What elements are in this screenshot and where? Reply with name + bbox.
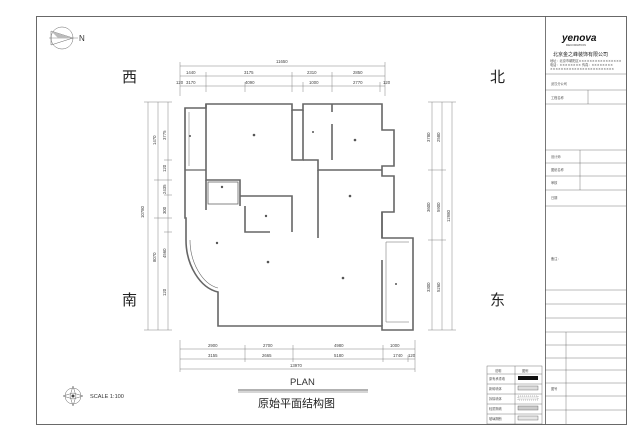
north-arrow-icon: N xyxy=(49,26,85,50)
dim-left-2-2: 8070 xyxy=(152,252,157,262)
company-logo-sub: DECORATION xyxy=(566,43,586,47)
dim-left-1-6: 120 xyxy=(162,288,167,296)
legend-col-header: 图例 xyxy=(522,368,528,373)
dim-top-1-3: 2310 xyxy=(307,70,317,75)
dim-bottom-1-2: 2700 xyxy=(263,343,273,348)
room-markers xyxy=(189,131,397,285)
dim-top-2-1: 120 xyxy=(176,80,184,85)
scale-bar-icon xyxy=(62,385,84,407)
dim-top-1-2: 3175 xyxy=(244,70,254,75)
dim-left-total: 10780 xyxy=(140,205,145,218)
dim-right-total: 12980 xyxy=(446,209,451,222)
direction-south: 南 xyxy=(122,291,137,309)
dim-bottom-2-1: 3155 xyxy=(208,353,218,358)
dim-top-1-1: 1440 xyxy=(186,70,196,75)
legend-item: 轻质隔墙 xyxy=(489,406,503,411)
plan-title-en: PLAN xyxy=(290,377,315,388)
dim-bottom-1-3: 4980 xyxy=(334,343,344,348)
inner-box xyxy=(207,181,239,205)
dim-right-1-3: 3300 xyxy=(426,282,431,292)
dim-left-1-3: 2435 xyxy=(162,184,167,194)
dimensions-bottom xyxy=(179,340,416,372)
dim-left-1-2: 120 xyxy=(162,164,167,172)
dim-bottom-total: 13970 xyxy=(290,363,303,368)
legend-item: 玻璃隔断 xyxy=(489,416,503,421)
bay-arc xyxy=(189,239,219,289)
company-address: 电话：×××××××× 传真：×××××××× xyxy=(550,62,613,67)
dim-left-1-4: 300 xyxy=(162,206,167,214)
dim-left-1-5: 4560 xyxy=(162,248,167,258)
project-label: 武汉分公司 xyxy=(551,81,567,86)
dim-bottom-2-5: 120 xyxy=(408,353,416,358)
outer-wall xyxy=(184,103,414,331)
dim-bottom-2-4: 1740 xyxy=(393,353,403,358)
legend-item: 原有承重墙 xyxy=(489,376,506,381)
dim-bottom-1-1: 2900 xyxy=(208,343,218,348)
dim-top-total: 11650 xyxy=(276,59,288,64)
interior-wall xyxy=(205,104,241,206)
title-row: 日期 xyxy=(551,195,557,200)
floor-plan xyxy=(184,103,414,331)
drawing-frame xyxy=(36,16,627,425)
note-label: 备注： xyxy=(551,256,561,261)
dim-bottom-1-4: 1000 xyxy=(390,343,400,348)
dim-bottom-2-2: 2665 xyxy=(262,353,272,358)
title-row: 审核 xyxy=(551,180,558,185)
sheet-label: 图号 xyxy=(551,386,557,391)
dim-left-1-1: 3775 xyxy=(162,130,167,140)
dim-top-2-2: 3170 xyxy=(186,80,196,85)
interior-wall xyxy=(240,195,293,232)
legend-title: 说明 xyxy=(495,368,501,373)
dimensions-right xyxy=(428,101,456,331)
direction-west: 西 xyxy=(122,68,137,86)
dim-top-2-3: 4090 xyxy=(245,80,255,85)
dim-right-1-2: 3600 xyxy=(426,202,431,212)
dim-top-2-6: 120 xyxy=(383,80,391,85)
dim-left-2-1: 1470 xyxy=(152,135,157,145)
interior-wall xyxy=(303,159,382,171)
dim-top-2-5: 2770 xyxy=(353,80,363,85)
legend-item: 拆除墙体 xyxy=(489,396,503,401)
title-block xyxy=(545,16,626,425)
dim-right-2-3: 5260 xyxy=(436,282,441,292)
dim-right-2-1: 2580 xyxy=(436,132,441,142)
company-name: 北京金之峰装饰有限公司 xyxy=(553,51,608,58)
dim-top-1-4: 2850 xyxy=(353,70,363,75)
dimensions-left xyxy=(144,101,172,331)
title-row: 工程名称 xyxy=(551,95,565,100)
dim-bottom-2-3: 5180 xyxy=(334,353,344,358)
legend-box xyxy=(486,365,543,425)
legend-item: 新砌墙体 xyxy=(489,386,503,391)
plan-title-cn: 原始平面结构图 xyxy=(258,396,335,410)
direction-east: 东 xyxy=(490,291,505,309)
title-row: 图纸名称 xyxy=(551,167,565,172)
dim-right-1-1: 3780 xyxy=(426,132,431,142)
company-address: ×××××××××××××××××××××××× xyxy=(550,67,614,71)
title-row: 设计师 xyxy=(551,154,561,159)
scale-label: SCALE 1:100 xyxy=(90,394,124,400)
direction-north: 北 xyxy=(490,68,505,86)
dim-top-2-4: 1000 xyxy=(309,80,319,85)
dimensions-top xyxy=(179,62,386,96)
company-logo: yenova xyxy=(561,33,597,44)
left-balcony-wall xyxy=(184,108,206,171)
dim-right-2-2: 5900 xyxy=(436,202,441,212)
company-address: 地址：北京市朝阳区×××××××××××××××× xyxy=(550,58,622,63)
interior-wall xyxy=(244,206,270,233)
north-arrow-label: N xyxy=(79,34,85,43)
interior-wall xyxy=(291,110,304,161)
